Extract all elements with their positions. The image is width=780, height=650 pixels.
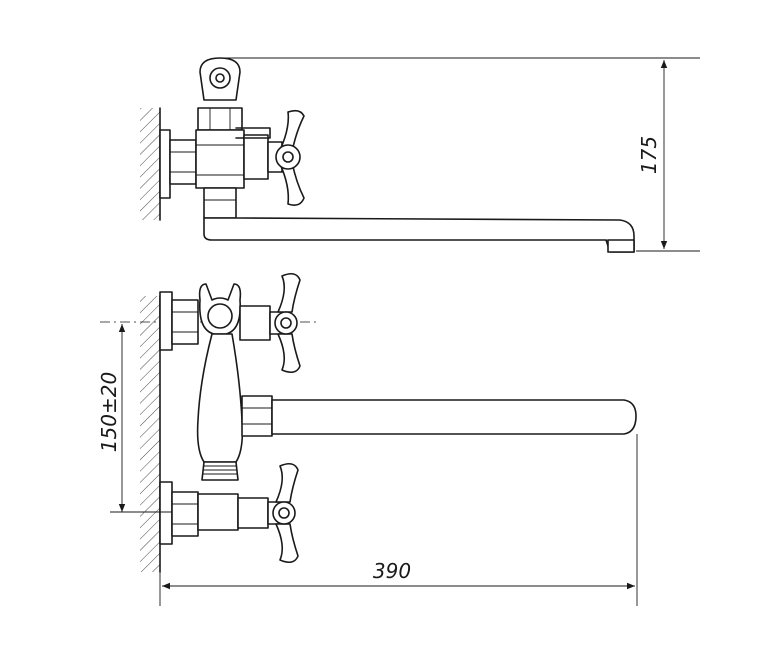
front-view: 150±20 390 [97,272,638,606]
lower-body-top [203,187,237,219]
diverter-knob-top [199,57,241,101]
lower-connector-front [159,481,199,545]
lower-cross-handle-front [272,462,299,564]
connection-nut-top [169,139,197,185]
spout-nut-front [241,395,273,437]
dimension-label-length: 390 [373,559,411,583]
dimension-label-spacing: 150±20 [97,372,121,452]
dimension-label-height: 175 [637,136,661,174]
upper-nut-top [197,107,243,131]
cross-handle-top [275,109,305,206]
valve-stem-top [235,127,283,180]
wall-flange-top [159,129,171,199]
spout-front [271,399,637,435]
mixer-body-front [196,333,244,481]
wall-front [140,295,161,573]
upper-cross-handle-front [274,272,301,374]
mixer-body-top [195,129,245,189]
upper-connector-front [159,291,199,351]
wall-top [140,107,161,221]
diverter-knob-front [198,283,242,335]
top-view: 175 [140,57,700,253]
lower-valve-front [197,493,283,531]
spout-top [203,217,635,253]
